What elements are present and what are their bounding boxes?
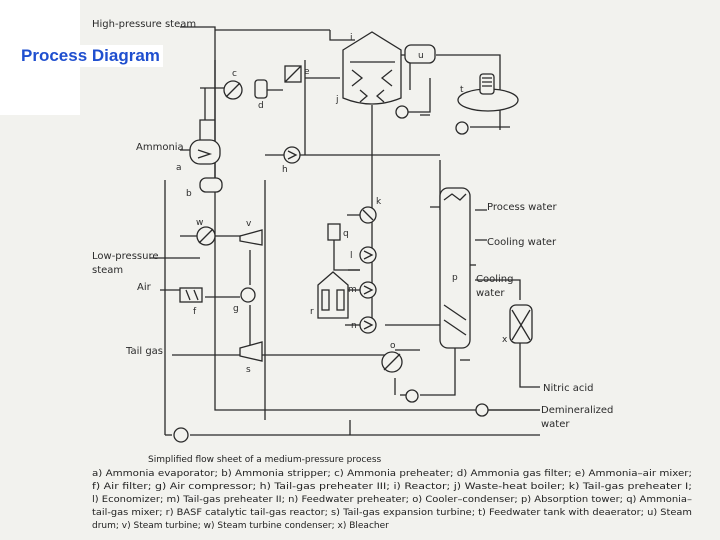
pump-feedwater bbox=[173, 427, 189, 443]
caption-title: Simplified flow sheet of a medium-pressu… bbox=[148, 455, 382, 465]
slide-title: Process Diagram bbox=[18, 45, 163, 67]
tag-m: m bbox=[348, 285, 357, 295]
caption-line-2: f) Air filter; g) Air compressor; h) Tai… bbox=[92, 482, 692, 492]
label-ammonia: Ammonia bbox=[136, 142, 184, 153]
tag-g: g bbox=[233, 304, 239, 314]
tag-b: b bbox=[186, 189, 192, 199]
label-high-pressure-steam: High-pressure steam bbox=[92, 19, 196, 30]
pump-tank bbox=[455, 121, 469, 135]
catalytic-reactor-r bbox=[317, 271, 349, 319]
air-compressor-g bbox=[240, 287, 256, 303]
caption-line-5: drum; v) Steam turbine; w) Steam turbine… bbox=[92, 521, 389, 531]
reactor-i bbox=[342, 31, 402, 105]
pump-drum bbox=[395, 105, 409, 119]
pump-cooler bbox=[405, 389, 419, 403]
tag-d: d bbox=[258, 101, 264, 111]
tag-q: q bbox=[343, 229, 349, 239]
tag-j: j bbox=[335, 95, 339, 105]
ammonia-stripper-b bbox=[199, 177, 223, 193]
tag-s: s bbox=[246, 365, 251, 375]
preheater-m bbox=[359, 281, 377, 299]
label-air: Air bbox=[137, 282, 152, 293]
tag-o: o bbox=[390, 341, 396, 351]
caption-line-3: l) Economizer; m) Tail-gas preheater II;… bbox=[92, 495, 693, 505]
feedwater-preheater-n bbox=[359, 316, 377, 334]
caption-line-1: a) Ammonia evaporator; b) Ammonia stripp… bbox=[92, 469, 692, 479]
steam-drum-u bbox=[404, 44, 436, 64]
gas-filter-d bbox=[254, 79, 268, 99]
tag-p: p bbox=[452, 273, 458, 283]
absorption-tower-p bbox=[439, 187, 471, 375]
label-low-pressure-steam-2: steam bbox=[92, 265, 123, 276]
label-process-water: Process water bbox=[487, 202, 557, 213]
label-low-pressure-steam-1: Low-pressure bbox=[92, 251, 159, 262]
tag-a: a bbox=[176, 163, 182, 173]
pump-tower bbox=[475, 403, 489, 417]
label-nitric-acid: Nitric acid bbox=[543, 383, 594, 394]
expansion-turbine-s bbox=[239, 341, 263, 362]
tag-v: v bbox=[246, 219, 252, 229]
tag-w: w bbox=[196, 218, 203, 228]
tag-t: t bbox=[460, 85, 464, 95]
tag-c: c bbox=[232, 69, 237, 79]
equipment-tags: a b c d e f g h i j k l m n o p q r s t … bbox=[176, 33, 508, 375]
scan-page-left bbox=[0, 115, 80, 540]
label-tail-gas: Tail gas bbox=[125, 346, 163, 357]
label-cooling-water-1: Cooling water bbox=[487, 237, 557, 248]
tag-h: h bbox=[282, 165, 288, 175]
mixer-q bbox=[327, 223, 341, 241]
tag-i: i bbox=[350, 33, 353, 43]
feedwater-tank-t bbox=[457, 73, 519, 112]
steam-turbine-v bbox=[239, 229, 263, 246]
tag-e: e bbox=[304, 67, 310, 77]
bleacher-x bbox=[509, 304, 533, 344]
tag-n: n bbox=[351, 321, 357, 331]
preheater-h bbox=[283, 146, 301, 164]
tag-x: x bbox=[502, 335, 508, 345]
tag-u: u bbox=[418, 51, 424, 61]
economizer-l bbox=[359, 246, 377, 264]
tag-f: f bbox=[193, 307, 197, 317]
tag-l: l bbox=[350, 251, 353, 261]
label-cooling-water-2b: water bbox=[476, 288, 505, 299]
tag-r: r bbox=[310, 307, 314, 317]
label-demineralized-1: Demineralized bbox=[541, 405, 613, 416]
caption-line-4: tail-gas mixer; r) BASF catalytic tail-g… bbox=[92, 508, 692, 518]
air-filter-f bbox=[179, 287, 203, 303]
label-demineralized-2: water bbox=[541, 419, 570, 430]
tag-k: k bbox=[376, 197, 382, 207]
equipment bbox=[173, 31, 533, 443]
figure-caption: Simplified flow sheet of a medium-pressu… bbox=[92, 455, 693, 531]
